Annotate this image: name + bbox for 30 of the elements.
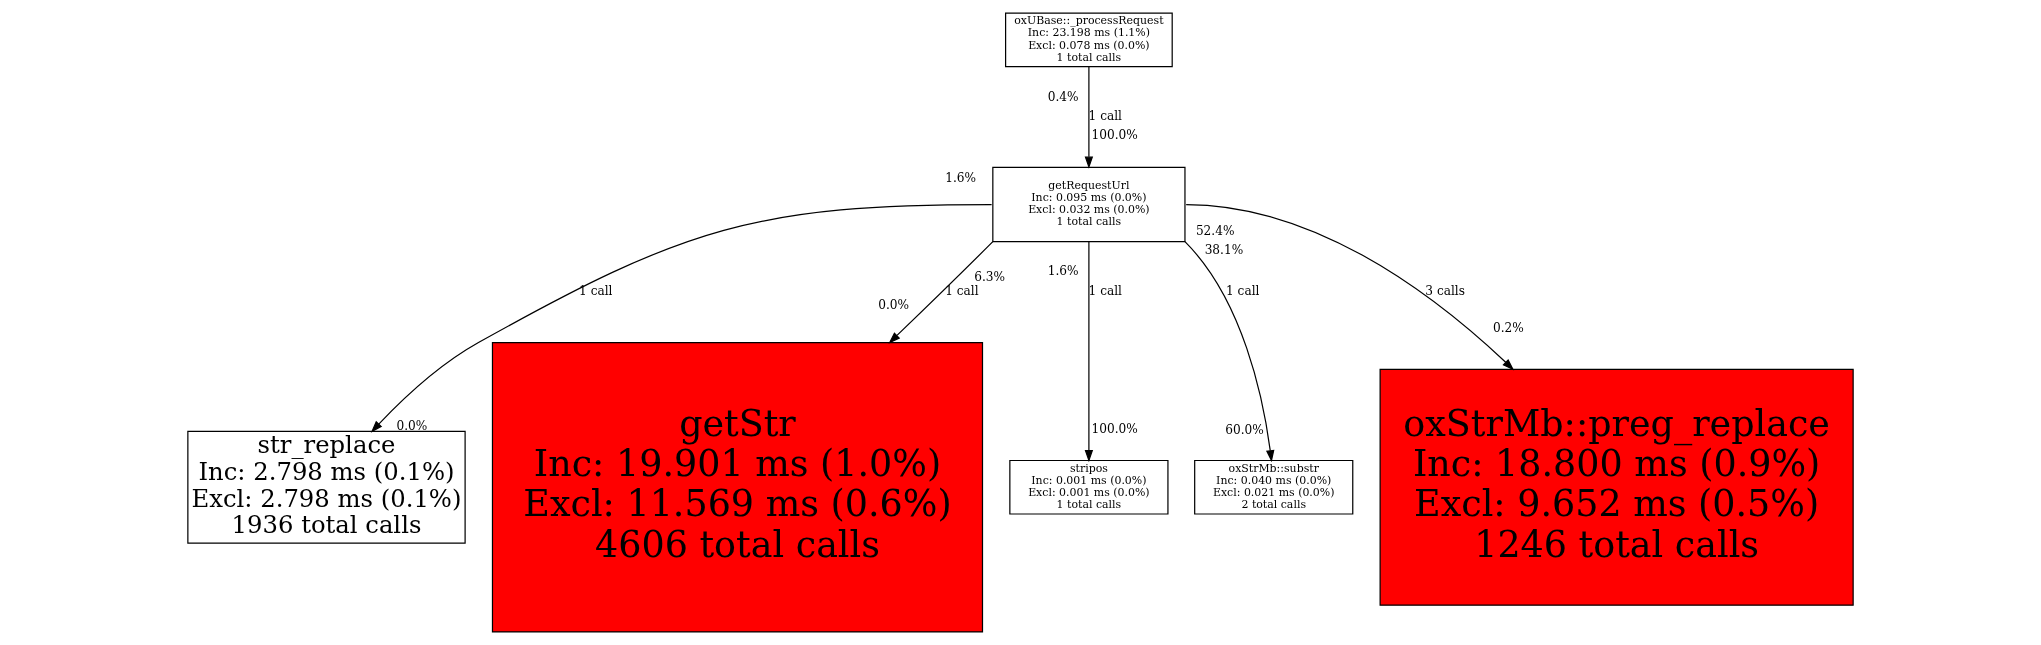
node-box: getRequestUrl Inc: 0.095 ms (0.0%) Excl: 0.032 ms (0.0%) 1 total calls <box>992 166 1186 243</box>
node-box: oxStrMb::substr Inc: 0.040 ms (0.0%) Excl: 0.021 ms (0.0%) 2 total calls <box>1194 459 1354 515</box>
arrow <box>370 203 993 433</box>
label: 0.0% <box>878 298 910 313</box>
arrow <box>1084 66 1094 169</box>
label: 100.0% <box>1091 421 1138 436</box>
label: 1.6% <box>1047 264 1079 279</box>
label: 100.0% <box>1091 128 1138 143</box>
edge-label: 1 call <box>579 284 613 299</box>
label: 0.4% <box>1047 89 1079 104</box>
edge-label: 3 calls <box>1425 284 1465 299</box>
arrow <box>1184 241 1275 463</box>
label: 52.4% <box>1195 224 1235 239</box>
label: 60.0% <box>1225 422 1264 437</box>
arrow <box>888 241 994 344</box>
arrow <box>1084 241 1094 463</box>
edge-label: 1 call <box>1088 109 1123 124</box>
arrow <box>1185 203 1515 371</box>
label: 0.0% <box>396 418 428 433</box>
node-box: stripos Inc: 0.001 ms (0.0%) Excl: 0.001 ms (0.0%) 1 total calls <box>1009 459 1169 515</box>
label: 38.1% <box>1204 243 1244 258</box>
edge-label: 1 call <box>1088 284 1123 299</box>
node-box: getStr Inc: 19.901 ms (1.0%) Excl: 11.569 ms (0.6%) 4606 total calls <box>491 341 984 633</box>
label: 0.2% <box>1492 321 1524 336</box>
node-box: oxUBase::_processRequest Inc: 23.198 ms (1.1%) Excl: 0.078 ms (0.0%) 1 total calls <box>1005 12 1173 68</box>
label: 1.6% <box>945 171 977 186</box>
node-box: oxStrMb::preg_replace Inc: 18.800 ms (0.9%) Excl: 9.652 ms (0.5%) 1246 total calls <box>1379 368 1854 606</box>
edge-label: 1 call <box>1226 284 1260 299</box>
node-box: str_replace Inc: 2.798 ms (0.1%) Excl: 2.798 ms (0.1%) 1936 total calls <box>187 430 466 544</box>
label: 6.3% <box>974 270 1006 285</box>
